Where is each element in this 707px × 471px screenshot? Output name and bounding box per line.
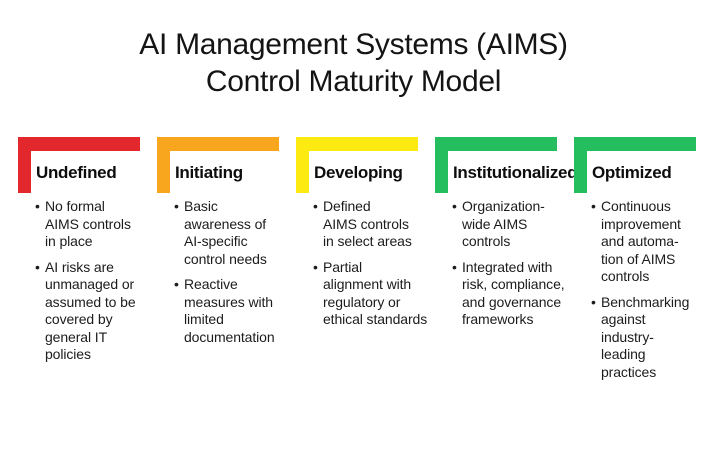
column-heading-institutionalized: Institutionalized: [453, 163, 578, 182]
maturity-column-optimized: Optimized Continuous improvement and aut…: [574, 137, 707, 397]
column-heading-optimized: Optimized: [592, 163, 672, 182]
column-heading-initiating: Initiating: [175, 163, 243, 182]
bullet-item: Integrated with risk, compliance, and go…: [452, 259, 574, 329]
corner-bracket-initiating: [157, 137, 279, 193]
corner-bracket-institutionalized: [435, 137, 557, 193]
column-heading-developing: Developing: [314, 163, 403, 182]
page-title-line-2: Control Maturity Model: [205, 65, 502, 98]
maturity-column-developing: Developing Defined AIMS controls in sele…: [296, 137, 435, 397]
bullet-item: Organization- wide AIMS controls: [452, 198, 574, 251]
column-bullet-list: Continuous improvement and automa- tion …: [574, 198, 707, 381]
bullet-item: Reactive measures with limited documenta…: [174, 276, 296, 346]
bullet-item: No formal AIMS controls in place: [35, 198, 157, 251]
column-heading-undefined: Undefined: [36, 163, 117, 182]
corner-bracket-undefined: [18, 137, 140, 193]
page-title-line-1: AI Management Systems (AIMS): [139, 28, 568, 61]
bullet-item: Benchmarking against industry- leading p…: [591, 294, 707, 382]
corner-bracket-developing: [296, 137, 418, 193]
bullet-item: Basic awareness of AI-specific control n…: [174, 198, 296, 268]
page-title: AI Management Systems (AIMS) Control Mat…: [0, 26, 707, 100]
bullet-item: Partial alignment with regulatory or eth…: [313, 259, 435, 329]
maturity-column-undefined: Undefined No formal AIMS controls in pla…: [18, 137, 157, 397]
maturity-column-institutionalized: Institutionalized Organization- wide AIM…: [435, 137, 578, 397]
corner-bracket-optimized: [574, 137, 696, 193]
maturity-column-initiating: Initiating Basic awareness of AI-specifi…: [157, 137, 296, 397]
bullet-item: Defined AIMS controls in select areas: [313, 198, 435, 251]
bullet-item: AI risks are unmanaged or assumed to be …: [35, 259, 157, 364]
column-bullet-list: Defined AIMS controls in select areasPar…: [296, 198, 435, 329]
maturity-columns: Undefined No formal AIMS controls in pla…: [18, 137, 707, 397]
bullet-item: Continuous improvement and automa- tion …: [591, 198, 707, 286]
column-bullet-list: No formal AIMS controls in place AI risks…: [18, 198, 157, 364]
column-bullet-list: Basic awareness of AI-specific control n…: [157, 198, 296, 346]
column-bullet-list: Organization- wide AIMS controlsIntegrat…: [435, 198, 574, 329]
